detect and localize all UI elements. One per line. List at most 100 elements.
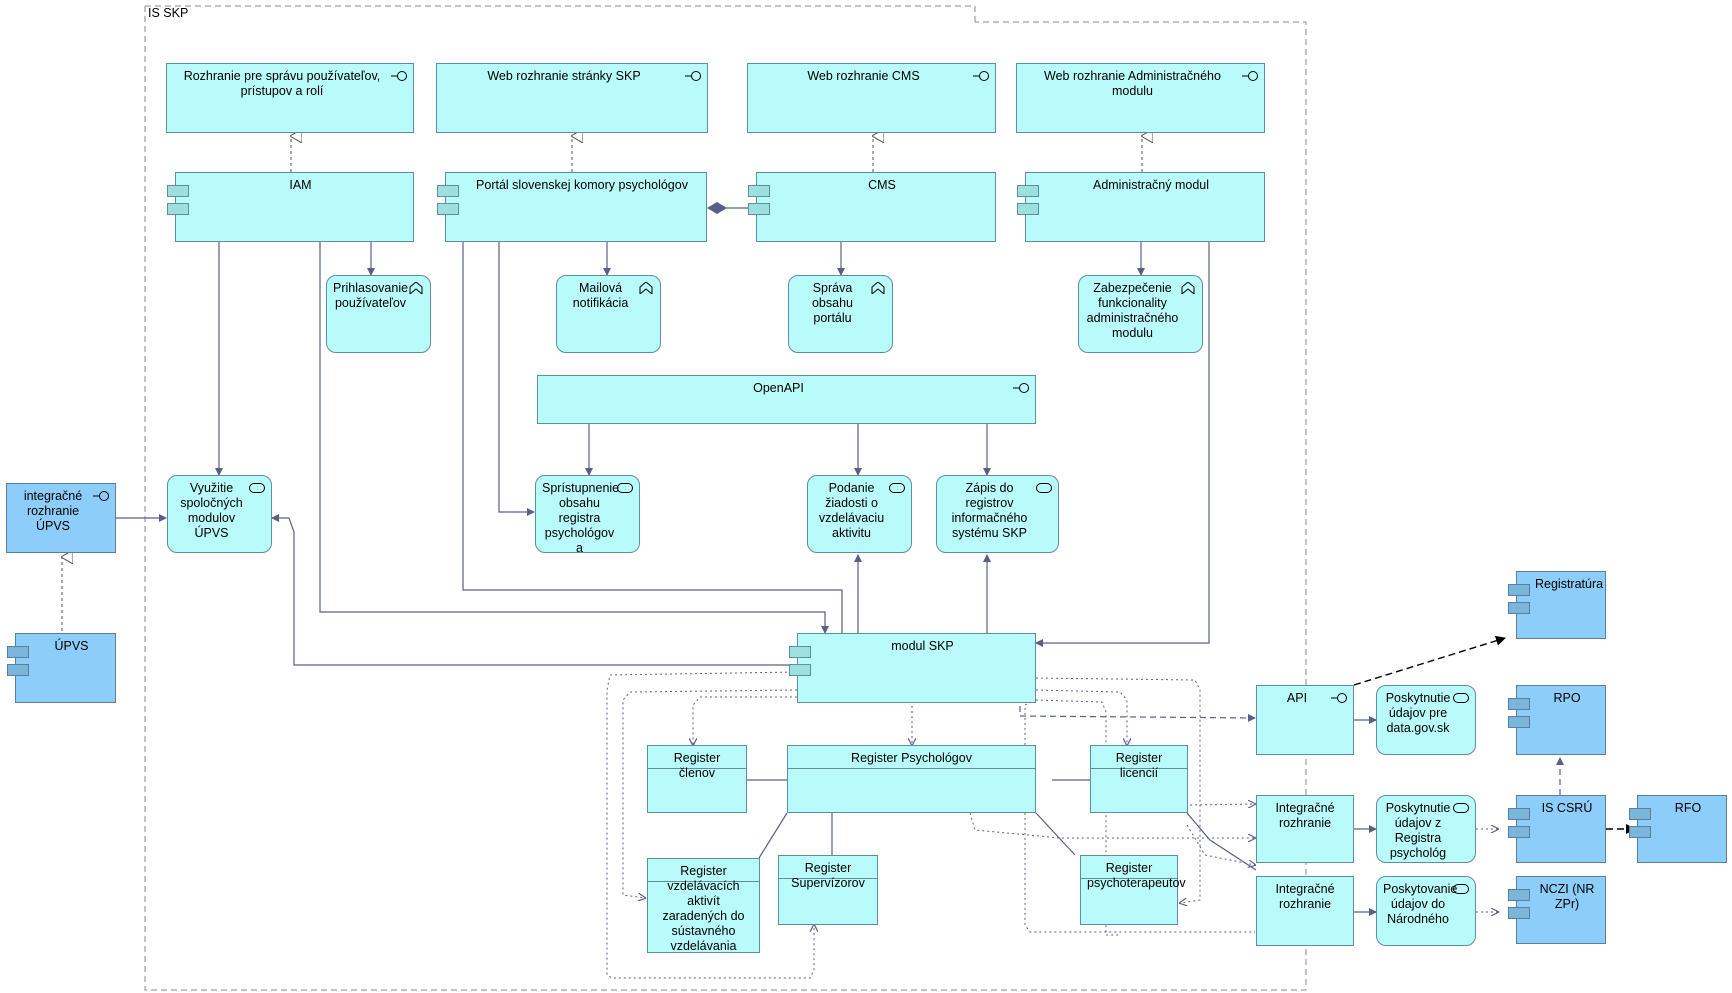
component-label: Portál slovenskej komory psychológov xyxy=(476,178,688,192)
component-icon xyxy=(437,185,459,197)
service-icon xyxy=(1453,803,1469,813)
data-register-training[interactable]: Register vzdelávacích aktivít zaradených… xyxy=(647,858,760,953)
service-training-request[interactable]: Podanie žiadosti o vzdelávaciu aktivitu xyxy=(807,475,912,553)
component-icon xyxy=(1508,808,1530,820)
data-label: Register členov xyxy=(673,751,721,780)
component-icon xyxy=(1017,185,1039,197)
service-icon xyxy=(1453,884,1469,894)
component-rpo[interactable]: RPO xyxy=(1508,685,1606,755)
component-label: RPO xyxy=(1553,691,1581,705)
service-label: Podanie žiadosti o vzdelávaciu aktivitu xyxy=(818,481,885,540)
component-icon xyxy=(748,203,770,215)
service-label: Poskytovanie údajov do Národného xyxy=(1383,882,1458,926)
data-label: Register vzdelávacích aktivít zaradených… xyxy=(662,864,745,953)
interface-web-skp[interactable]: Web rozhranie stránky SKP xyxy=(436,63,708,133)
component-admin-module[interactable]: Administračný modul xyxy=(1017,172,1265,242)
interface-api[interactable]: API xyxy=(1256,685,1354,755)
service-icon xyxy=(249,483,265,493)
data-register-psychotherapists[interactable]: Register psychoterapeutov xyxy=(1080,855,1186,925)
interface-label: Web rozhranie stránky SKP xyxy=(487,69,641,83)
component-upvs[interactable]: ÚPVS xyxy=(7,633,116,703)
interface-icon xyxy=(685,71,701,81)
realization-lines xyxy=(62,136,1142,631)
component-iam[interactable]: IAM xyxy=(167,172,414,242)
interface-integration-2[interactable]: Integračné rozhranie xyxy=(1256,876,1354,946)
component-rfo[interactable]: RFO xyxy=(1629,795,1727,863)
data-label: Register Psychológov xyxy=(851,751,972,765)
service-label: Poskytnutie údajov pre data.gov.sk xyxy=(1385,691,1451,735)
service-registry-write[interactable]: Zápis do registrov informačného systému … xyxy=(936,475,1059,553)
component-nczi[interactable]: NCZI (NR ZPr) xyxy=(1508,876,1606,944)
data-object-header xyxy=(1091,768,1187,769)
function-label: Prihlasovanie používateľov xyxy=(333,281,409,310)
function-label: Mailová notifikácia xyxy=(572,281,629,310)
component-label: RFO xyxy=(1674,801,1702,815)
interface-users-roles[interactable]: Rozhranie pre správu používateľov, príst… xyxy=(166,63,414,133)
component-label: Registratúra xyxy=(1535,577,1604,591)
interface-upvs-integration[interactable]: integračné rozhranie ÚPVS xyxy=(6,483,116,553)
component-portal[interactable]: Portál slovenskej komory psychológov xyxy=(437,172,707,242)
component-icon xyxy=(1508,907,1530,919)
component-modul-skp[interactable]: modul SKP xyxy=(789,633,1036,703)
interface-icon xyxy=(1013,383,1029,393)
component-cms[interactable]: CMS xyxy=(748,172,996,242)
function-icon xyxy=(409,282,423,294)
service-label: Zápis do registrov informačného systému … xyxy=(951,481,1028,540)
interface-openapi[interactable]: OpenAPI xyxy=(537,375,1036,424)
service-icon xyxy=(1453,693,1469,703)
interface-label: integračné rozhranie ÚPVS xyxy=(23,489,83,533)
service-data-gov[interactable]: Poskytnutie údajov pre data.gov.sk xyxy=(1376,685,1476,755)
interface-web-cms[interactable]: Web rozhranie CMS xyxy=(747,63,996,133)
interface-label: OpenAPI xyxy=(753,381,804,395)
function-admin[interactable]: Zabezpečenie funkcionality administračné… xyxy=(1078,275,1203,353)
interface-icon xyxy=(93,491,109,501)
component-icon xyxy=(1508,826,1530,838)
component-label: NCZI (NR ZPr) xyxy=(1539,882,1595,911)
service-label: Sprístupnenie obsahu registra psychológo… xyxy=(542,481,620,555)
service-label: Využitie spoločných modulov ÚPVS xyxy=(180,481,243,540)
component-icon xyxy=(1508,716,1530,728)
data-label: Register psychoterapeutov xyxy=(1087,861,1186,890)
component-icon xyxy=(1508,584,1530,596)
function-icon xyxy=(871,282,885,294)
function-icon xyxy=(639,282,653,294)
group-title: IS SKP xyxy=(148,6,189,20)
function-icon xyxy=(1181,282,1195,294)
service-registry-access[interactable]: Sprístupnenie obsahu registra psychológo… xyxy=(535,475,640,555)
data-register-supervisors[interactable]: Register Supervízorov xyxy=(778,855,878,925)
interface-label: Web rozhranie Administračného modulu xyxy=(1044,69,1221,98)
component-icon xyxy=(167,203,189,215)
function-cms-manage[interactable]: Správa obsahu portálu xyxy=(788,275,893,353)
data-label: Register licencií xyxy=(1115,751,1163,780)
interface-icon xyxy=(1242,71,1258,81)
component-label: CMS xyxy=(868,178,896,192)
function-mail[interactable]: Mailová notifikácia xyxy=(556,275,661,353)
data-register-licenses[interactable]: Register licencií xyxy=(1090,745,1188,813)
data-object-header xyxy=(788,768,1035,769)
function-login[interactable]: Prihlasovanie používateľov xyxy=(326,275,431,353)
component-icon xyxy=(1508,889,1530,901)
interface-label: Integračné rozhranie xyxy=(1275,882,1335,911)
data-register-psychologists[interactable]: Register Psychológov xyxy=(787,745,1036,813)
interface-label: Integračné rozhranie xyxy=(1275,801,1335,830)
component-icon xyxy=(1017,203,1039,215)
component-is-csru[interactable]: IS CSRÚ xyxy=(1508,795,1606,863)
interface-icon xyxy=(1331,693,1347,703)
service-upvs-modules[interactable]: Využitie spoločných modulov ÚPVS xyxy=(167,475,272,553)
interface-icon xyxy=(391,71,407,81)
function-label: Správa obsahu portálu xyxy=(811,281,853,325)
component-icon xyxy=(748,185,770,197)
component-icon xyxy=(167,185,189,197)
component-icon xyxy=(1629,826,1651,838)
interface-web-admin[interactable]: Web rozhranie Administračného modulu xyxy=(1016,63,1265,133)
service-national-data[interactable]: Poskytovanie údajov do Národného xyxy=(1376,876,1476,946)
data-register-members[interactable]: Register členov xyxy=(647,745,747,813)
data-label: Register Supervízorov xyxy=(791,861,865,890)
service-icon xyxy=(1036,483,1052,493)
flow-lines xyxy=(1019,706,1564,795)
interface-integration-1[interactable]: Integračné rozhranie xyxy=(1256,795,1354,863)
service-registry-data[interactable]: Poskytnutie údajov z Registra psychológ xyxy=(1376,795,1476,863)
component-registratura[interactable]: Registratúra xyxy=(1508,571,1606,639)
component-icon xyxy=(437,203,459,215)
